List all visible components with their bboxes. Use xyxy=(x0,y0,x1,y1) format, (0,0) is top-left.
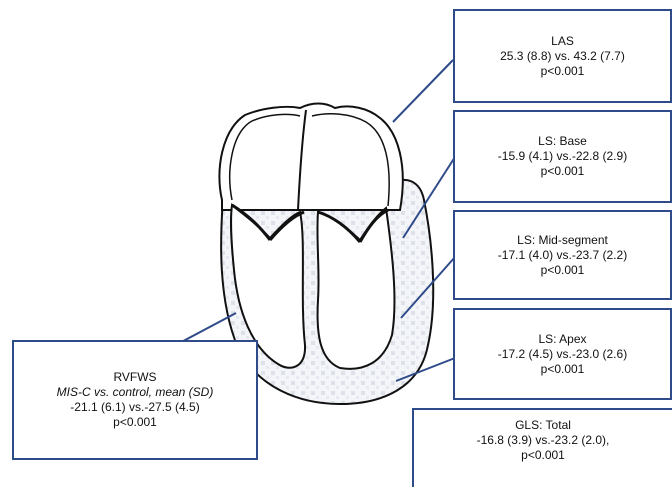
apex-p: p<0.001 xyxy=(455,362,670,377)
rvfws-subtitle: MIS-C vs. control, mean (SD) xyxy=(14,385,256,400)
mid-p: p<0.001 xyxy=(455,263,670,278)
callout-ls-base: LS: Base -15.9 (4.1) vs.-22.8 (2.9) p<0.… xyxy=(453,110,672,203)
mid-values: -17.1 (4.0) vs.-23.7 (2.2) xyxy=(455,248,670,263)
gls-p: p<0.001 xyxy=(414,448,672,463)
gls-values: -16.8 (3.9) vs.-23.2 (2.0), xyxy=(414,433,672,448)
las-title: LAS xyxy=(455,34,670,49)
base-values: -15.9 (4.1) vs.-22.8 (2.9) xyxy=(455,149,670,164)
apex-title: LS: Apex xyxy=(455,332,670,347)
mid-title: LS: Mid-segment xyxy=(455,233,670,248)
base-title: LS: Base xyxy=(455,134,670,149)
rvfws-p: p<0.001 xyxy=(14,415,256,430)
base-p: p<0.001 xyxy=(455,164,670,179)
las-values: 25.3 (8.8) vs. 43.2 (7.7) xyxy=(455,49,670,64)
rvfws-title: RVFWS xyxy=(14,370,256,385)
callout-rvfws: RVFWS MIS-C vs. control, mean (SD) -21.1… xyxy=(12,340,258,460)
callout-las: LAS 25.3 (8.8) vs. 43.2 (7.7) p<0.001 xyxy=(453,9,672,103)
apex-values: -17.2 (4.5) vs.-23.0 (2.6) xyxy=(455,347,670,362)
las-p: p<0.001 xyxy=(455,64,670,79)
rvfws-values: -21.1 (6.1) vs.-27.5 (4.5) xyxy=(14,400,256,415)
atria xyxy=(219,104,402,211)
leader-las xyxy=(393,60,453,122)
callout-gls-total: GLS: Total -16.8 (3.9) vs.-23.2 (2.0), p… xyxy=(412,408,672,487)
callout-ls-apex: LS: Apex -17.2 (4.5) vs.-23.0 (2.6) p<0.… xyxy=(453,308,672,400)
callout-ls-mid: LS: Mid-segment -17.1 (4.0) vs.-23.7 (2.… xyxy=(453,210,672,300)
gls-title: GLS: Total xyxy=(414,418,672,433)
